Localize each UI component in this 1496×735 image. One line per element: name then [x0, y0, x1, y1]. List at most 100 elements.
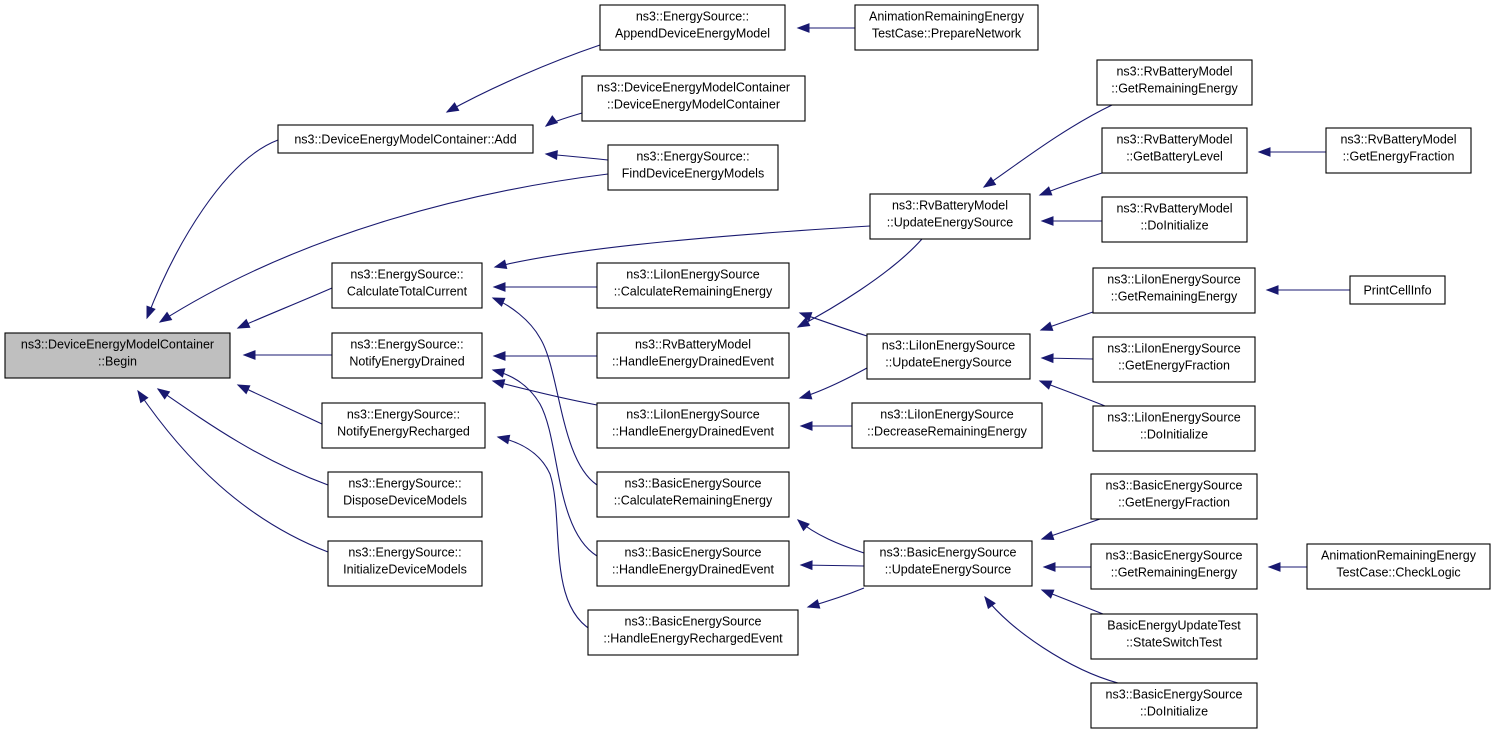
node-add[interactable]: ns3::DeviceEnergyModelContainer::Add — [277, 124, 534, 154]
edge-line — [497, 436, 598, 634]
edge-find-to-add — [544, 150, 609, 161]
node-box — [4, 332, 231, 379]
arrowhead-icon — [236, 318, 251, 329]
arrowhead-icon — [1040, 589, 1055, 599]
node-anim-prep[interactable]: AnimationRemainingEnergyTestCase::Prepar… — [854, 4, 1039, 51]
node-li-calcrem[interactable]: ns3::LiIonEnergySource::CalculateRemaini… — [596, 262, 790, 309]
node-label-line: ns3::RvBatteryModel — [1116, 202, 1232, 216]
node-bs-recharged[interactable]: ns3::BasicEnergySource::HandleEnergyRech… — [587, 609, 799, 656]
node-bs-doinit[interactable]: ns3::BasicEnergySource::DoInitialize — [1090, 682, 1258, 729]
arrowhead-icon — [1267, 562, 1281, 572]
node-li-getrem[interactable]: ns3::LiIonEnergySource::GetRemainingEner… — [1092, 267, 1256, 314]
node-rv-getrem[interactable]: ns3::RvBatteryModel::GetRemainingEnergy — [1096, 59, 1253, 106]
edge-bs_update-to-bs_handle — [799, 560, 865, 571]
node-label-line: ::GetRemainingEnergy — [1111, 82, 1238, 96]
node-append[interactable]: ns3::EnergySource::AppendDeviceEnergyMod… — [599, 4, 786, 51]
node-dispose[interactable]: ns3::EnergySource::DisposeDeviceModels — [327, 471, 483, 518]
edge-li_calcrem-to-calc_total — [492, 282, 597, 292]
node-label-line: ::DoInitialize — [1140, 428, 1208, 442]
node-box — [596, 262, 790, 309]
node-label-line: ::UpdateEnergySource — [887, 216, 1014, 230]
node-printcell[interactable]: PrintCellInfo — [1349, 275, 1446, 305]
edge-line — [146, 139, 279, 319]
edge-bs_calcrem-to-calc_total — [491, 297, 598, 486]
node-rv-getlevel[interactable]: ns3::RvBatteryModel::GetBatteryLevel — [1101, 127, 1248, 174]
node-bs-stateswitch[interactable]: BasicEnergyUpdateTest::StateSwitchTest — [1090, 613, 1258, 660]
node-label-line: ns3::EnergySource:: — [350, 268, 463, 282]
node-label-line: ::Begin — [98, 355, 137, 369]
node-notify-recharged[interactable]: ns3::EnergySource::NotifyEnergyRecharged — [321, 402, 486, 449]
node-rv-handle[interactable]: ns3::RvBatteryModel::HandleEnergyDrained… — [596, 332, 790, 379]
node-box — [607, 144, 779, 191]
arrowhead-icon — [491, 297, 506, 307]
arrowhead-icon — [492, 351, 506, 361]
node-bs-calcrem[interactable]: ns3::BasicEnergySource::CalculateRemaini… — [596, 471, 790, 518]
arrowhead-icon — [798, 389, 813, 400]
edge-li_doinit-to-li_update — [1038, 380, 1106, 407]
arrowhead-icon — [491, 368, 506, 378]
edge-notify_drained-to-root — [242, 350, 332, 360]
edge-bs_recharged-to-notify_recharged — [496, 434, 598, 634]
node-li-update[interactable]: ns3::LiIonEnergySource::UpdateEnergySour… — [866, 333, 1031, 380]
node-label-line: ::DeviceEnergyModelContainer — [607, 98, 780, 112]
node-find[interactable]: ns3::EnergySource::FindDeviceEnergyModel… — [607, 144, 779, 191]
node-box — [1090, 613, 1258, 660]
node-anim-check[interactable]: AnimationRemainingEnergyTestCase::CheckL… — [1306, 543, 1491, 590]
node-calc-total[interactable]: ns3::EnergySource::CalculateTotalCurrent — [331, 262, 483, 309]
edge-rv_update-to-calc_total — [493, 225, 871, 270]
edge-rv_handle-to-notify_drained — [492, 351, 597, 361]
node-initdev[interactable]: ns3::EnergySource::InitializeDeviceModel… — [327, 540, 483, 587]
edge-line — [237, 287, 333, 329]
node-li-decrease[interactable]: ns3::LiIonEnergySource::DecreaseRemainin… — [851, 402, 1043, 449]
node-label-line: ::HandleEnergyRechargedEvent — [603, 632, 783, 646]
node-box — [854, 4, 1039, 51]
node-notify-drained[interactable]: ns3::EnergySource::NotifyEnergyDrained — [331, 332, 483, 379]
node-box — [1349, 275, 1446, 305]
node-label-line: ns3::LiIonEnergySource — [1107, 273, 1240, 287]
arrowhead-icon — [1040, 216, 1054, 226]
arrowhead-icon — [796, 23, 810, 33]
node-bs-handle[interactable]: ns3::BasicEnergySource::HandleEnergyDrai… — [596, 540, 790, 587]
edge-rv_getlevel-to-rv_update — [1038, 172, 1103, 196]
edge-bs_update-to-bs_calcrem — [796, 519, 865, 554]
node-box — [277, 124, 534, 154]
node-label-line: ns3::RvBatteryModel — [1116, 65, 1232, 79]
node-label-line: ns3::BasicEnergySource — [625, 615, 762, 629]
node-box — [1090, 473, 1258, 520]
node-li-getfrac[interactable]: ns3::LiIonEnergySource::GetEnergyFractio… — [1092, 336, 1256, 383]
edge-li_getfrac-to-li_update — [1040, 353, 1094, 364]
arrowhead-icon — [496, 434, 511, 445]
node-rv-update[interactable]: ns3::RvBatteryModel::UpdateEnergySource — [869, 193, 1031, 240]
edge-bs_getfrac-to-bs_update — [1040, 518, 1101, 541]
edge-layer — [137, 23, 1350, 684]
node-label-line: ns3::LiIonEnergySource — [626, 268, 759, 282]
edge-demc_ctor-to-add — [544, 112, 583, 127]
node-rv-getfrac[interactable]: ns3::RvBatteryModel::GetEnergyFraction — [1325, 127, 1472, 174]
node-li-doinit[interactable]: ns3::LiIonEnergySource::DoInitialize — [1092, 405, 1256, 452]
node-root[interactable]: ns3::DeviceEnergyModelContainer::Begin — [4, 332, 231, 379]
node-label-line: FindDeviceEnergyModels — [622, 167, 764, 181]
edge-line — [237, 384, 323, 425]
node-bs-update[interactable]: ns3::BasicEnergySource::UpdateEnergySour… — [863, 540, 1033, 587]
node-label-line: AnimationRemainingEnergy — [869, 10, 1025, 24]
node-label-line: ns3::EnergySource:: — [347, 408, 460, 422]
edge-printcell-to-li_getrem — [1265, 285, 1350, 295]
node-bs-getrem[interactable]: ns3::BasicEnergySource::GetRemainingEner… — [1090, 543, 1258, 590]
node-bs-getfrac[interactable]: ns3::BasicEnergySource::GetEnergyFractio… — [1090, 473, 1258, 520]
node-rv-doinit[interactable]: ns3::RvBatteryModel::DoInitialize — [1101, 196, 1248, 243]
edge-bs_doinit-to-bs_update — [984, 595, 1119, 684]
node-label-line: ns3::LiIonEnergySource — [882, 339, 1015, 353]
node-label-line: AnimationRemainingEnergy — [1321, 549, 1477, 563]
node-demc-ctor[interactable]: ns3::DeviceEnergyModelContainer::DeviceE… — [581, 75, 806, 122]
arrowhead-icon — [156, 388, 171, 400]
node-label-line: ns3::LiIonEnergySource — [1107, 342, 1240, 356]
node-box — [1325, 127, 1472, 174]
node-label-line: ns3::EnergySource:: — [348, 546, 461, 560]
node-label-line: ns3::LiIonEnergySource — [880, 408, 1013, 422]
node-box — [331, 332, 483, 379]
node-li-handle[interactable]: ns3::LiIonEnergySource::HandleEnergyDrai… — [596, 402, 790, 449]
edge-line — [157, 388, 329, 486]
node-label-line: TestCase::CheckLogic — [1336, 566, 1460, 580]
edge-rv_update-to-rv_handle — [796, 238, 923, 328]
arrowhead-icon — [1042, 562, 1056, 572]
